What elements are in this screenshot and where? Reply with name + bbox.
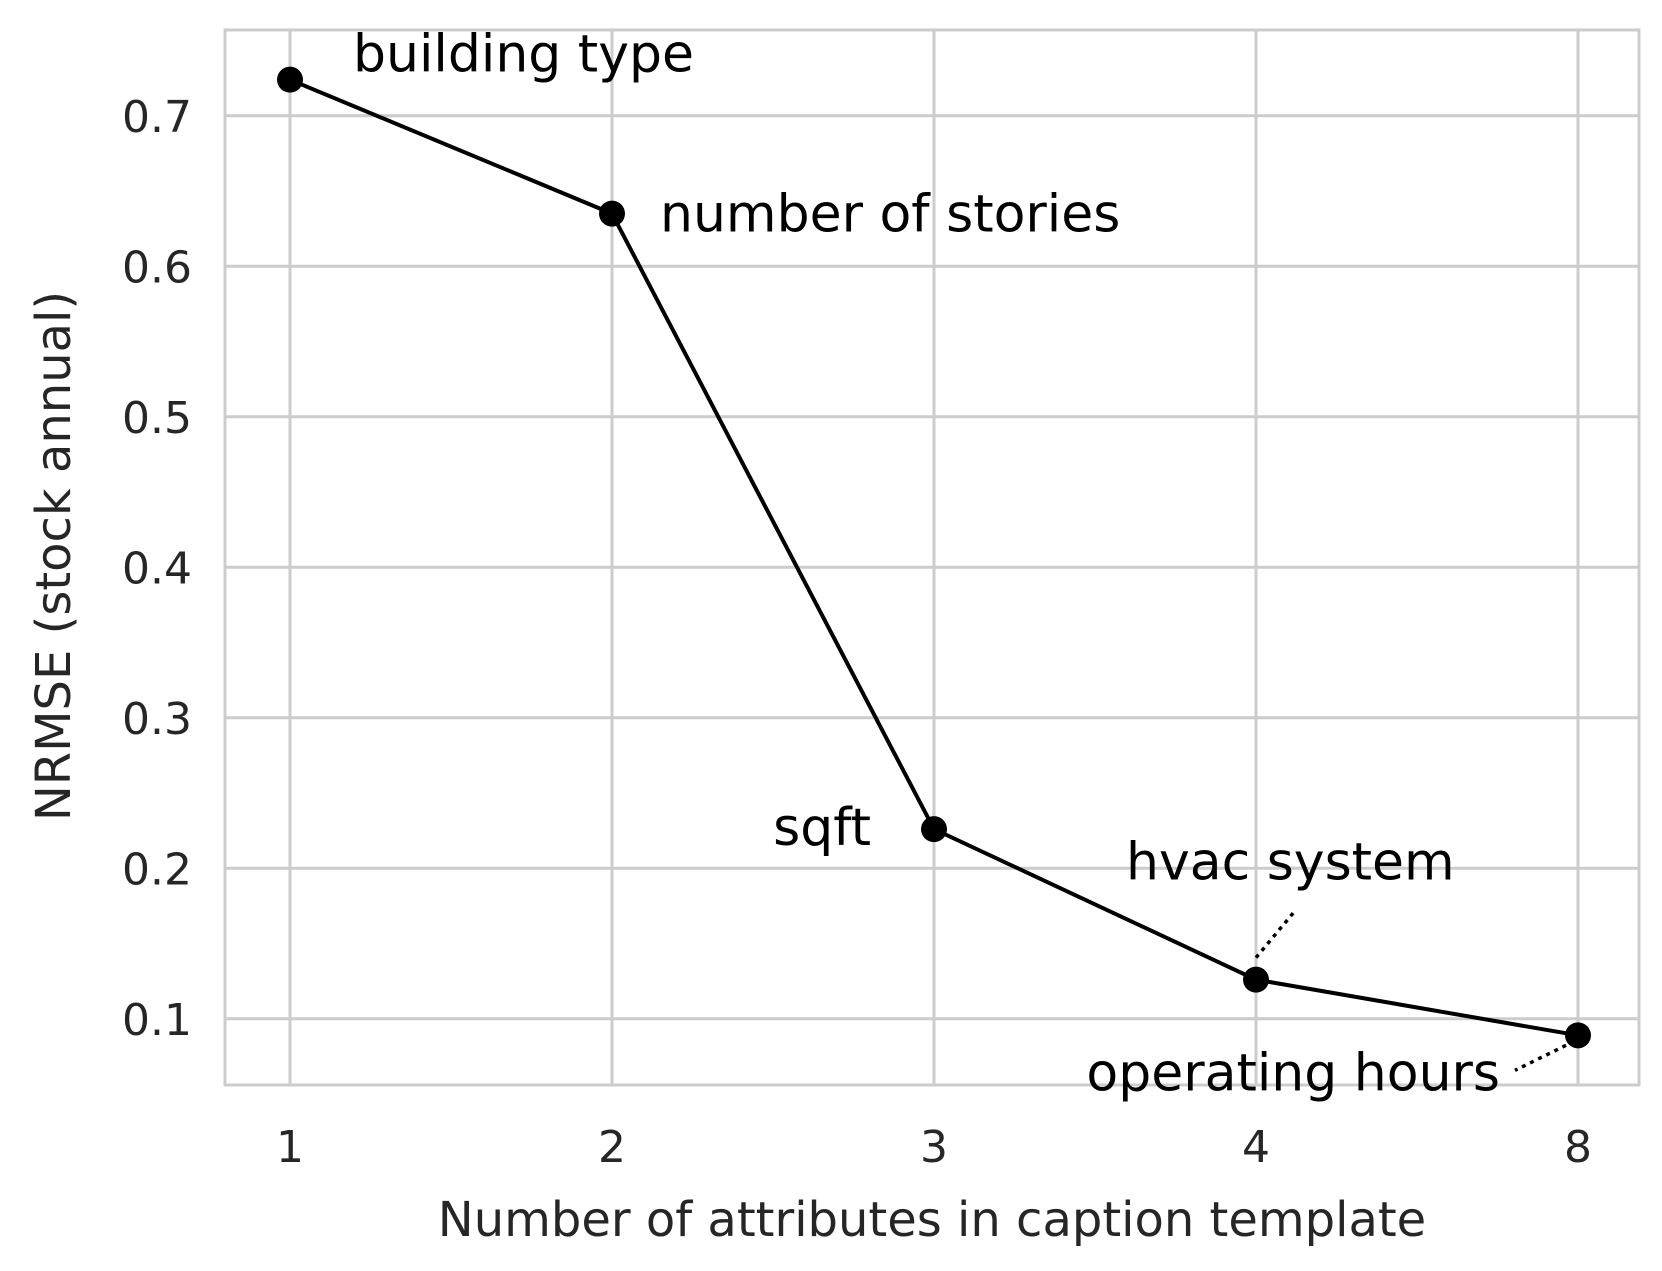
y-tick-label: 0.4	[122, 543, 192, 594]
x-tick-label: 1	[276, 1122, 304, 1173]
annotation-label: building type	[353, 25, 694, 85]
y-tick-label: 0.1	[122, 995, 192, 1046]
y-tick-label: 0.3	[122, 694, 192, 745]
data-point	[921, 816, 947, 843]
annotation-label: sqft	[773, 798, 871, 858]
annotation-label: operating hours	[1086, 1043, 1500, 1103]
x-tick-label: 8	[1564, 1122, 1592, 1173]
grid-lines	[225, 30, 1639, 1085]
data-point	[599, 200, 625, 227]
y-tick-label: 0.6	[122, 242, 192, 293]
point-annotations: building type number of stories sqft hvac s…	[353, 25, 1500, 1104]
x-axis-ticks: 1 2 3 4 8	[276, 1122, 1592, 1173]
y-tick-label: 0.5	[122, 393, 192, 444]
y-axis-title: NRMSE (stock annual)	[26, 291, 82, 821]
annotation-leaders	[1254, 908, 1567, 1072]
annotation-label: hvac system	[1126, 833, 1455, 893]
data-point	[277, 66, 303, 93]
x-tick-label: 4	[1242, 1122, 1270, 1173]
annotation-label: number of stories	[660, 185, 1120, 245]
data-point	[1243, 966, 1269, 993]
y-tick-label: 0.2	[122, 844, 192, 895]
plot-frame	[223, 28, 1641, 1087]
x-axis-title: Number of attributes in caption template	[438, 1192, 1426, 1248]
x-tick-label: 2	[598, 1122, 626, 1173]
annotation-leader	[1254, 908, 1298, 959]
data-point	[1565, 1022, 1591, 1049]
x-tick-label: 3	[920, 1122, 948, 1173]
annotation-leader	[1514, 1043, 1567, 1072]
data-markers	[277, 66, 1591, 1049]
y-tick-label: 0.7	[122, 92, 192, 143]
y-axis-ticks: 0.1 0.2 0.3 0.4 0.5 0.6 0.7	[122, 92, 192, 1046]
